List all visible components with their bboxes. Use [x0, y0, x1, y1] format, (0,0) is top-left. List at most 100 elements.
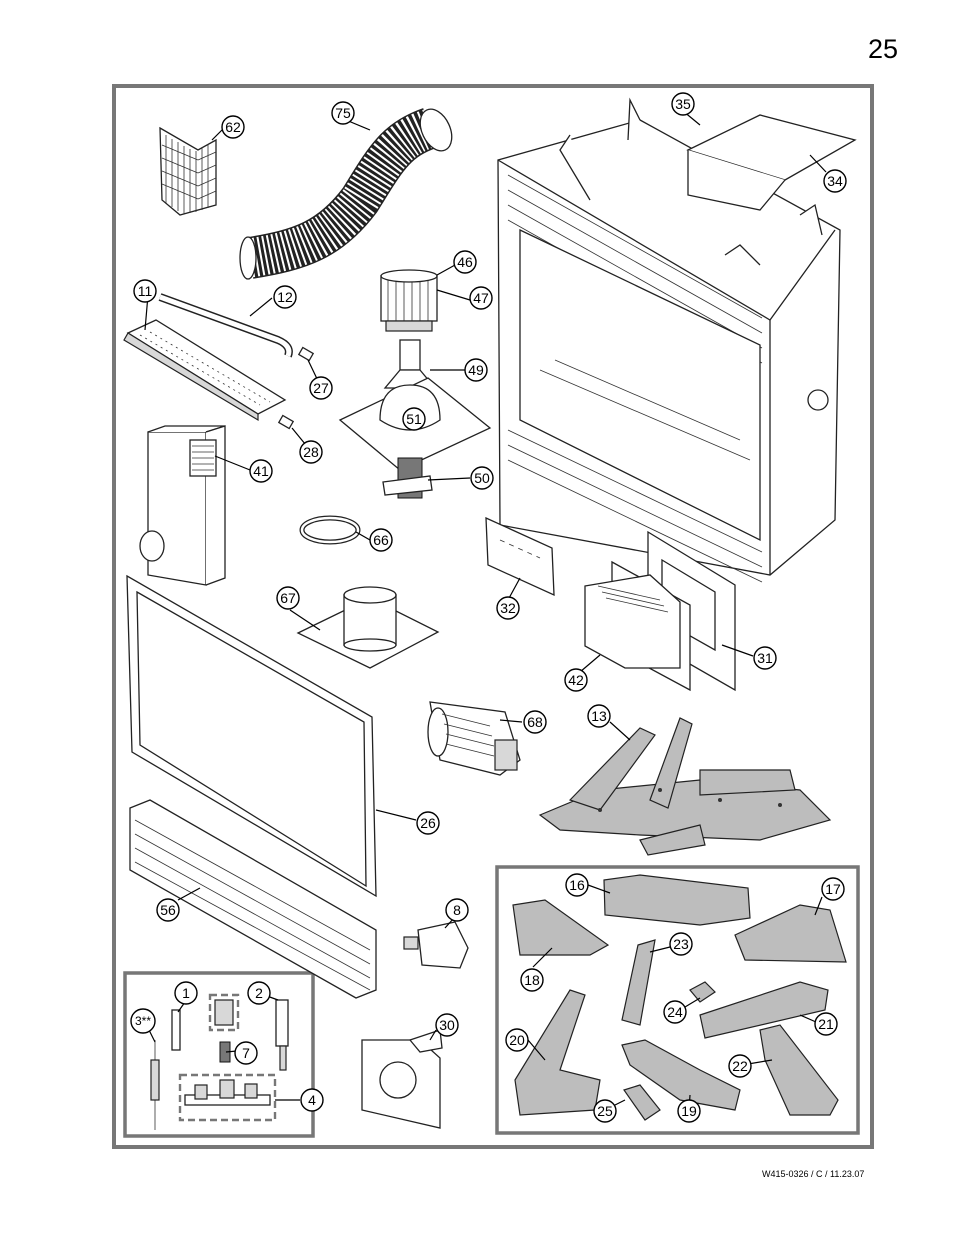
- glass-door-drawing: [126, 574, 377, 898]
- svg-text:66: 66: [373, 532, 389, 548]
- blower-housing-drawing: [139, 425, 226, 586]
- callout-28: 28: [299, 440, 323, 464]
- callout-8: 8: [445, 898, 469, 922]
- svg-text:18: 18: [524, 972, 540, 988]
- callout-11: 11: [133, 279, 157, 303]
- callout-32: 32: [496, 596, 520, 620]
- svg-text:67: 67: [280, 590, 296, 606]
- pilot-assembly-drawing: [150, 993, 289, 1130]
- svg-text:11: 11: [138, 283, 153, 299]
- mesh-screen-drawing: [159, 126, 217, 216]
- log-set-inset-box: [495, 865, 860, 1135]
- callout-30: 30: [435, 1013, 459, 1037]
- callout-27: 27: [309, 376, 333, 400]
- callout-26: 26: [416, 811, 440, 835]
- callout-13: 13: [587, 704, 611, 728]
- flex-hose-drawing: [239, 108, 453, 280]
- callout-16: 16: [565, 873, 589, 897]
- callout-19: 19: [677, 1099, 701, 1123]
- callout-42: 42: [564, 668, 588, 692]
- svg-text:47: 47: [473, 290, 489, 306]
- callout-67: 67: [276, 586, 300, 610]
- svg-text:23: 23: [673, 936, 689, 952]
- callout-35: 35: [671, 92, 695, 116]
- pipe-section-drawing: [382, 457, 433, 499]
- svg-text:32: 32: [500, 600, 516, 616]
- firebox-drawing: [497, 97, 857, 583]
- svg-text:22: 22: [732, 1058, 748, 1074]
- callout-1: 1: [174, 981, 198, 1005]
- svg-text:30: 30: [439, 1017, 455, 1033]
- svg-text:62: 62: [225, 119, 241, 135]
- callout-18: 18: [520, 968, 544, 992]
- callout-62: 62: [221, 115, 245, 139]
- svg-text:19: 19: [681, 1103, 697, 1119]
- svg-text:2: 2: [255, 985, 263, 1001]
- svg-text:75: 75: [335, 105, 351, 121]
- pilot-assembly-inset-box: [123, 971, 315, 1138]
- svg-text:3**: 3**: [135, 1014, 151, 1028]
- svg-text:50: 50: [474, 470, 490, 486]
- callout-23: 23: [669, 932, 693, 956]
- svg-text:13: 13: [591, 708, 607, 724]
- callout-31: 31: [753, 646, 777, 670]
- svg-text:16: 16: [569, 877, 585, 893]
- callout-20: 20: [505, 1028, 529, 1052]
- vent-cap-drawing: [380, 269, 438, 332]
- callout-25: 25: [593, 1099, 617, 1123]
- svg-text:12: 12: [277, 289, 293, 305]
- callout-50: 50: [470, 466, 494, 490]
- svg-text:34: 34: [827, 173, 843, 189]
- svg-text:17: 17: [825, 881, 841, 897]
- callout-46: 46: [453, 250, 477, 274]
- roof-flashing-drawing: [338, 339, 492, 471]
- log-pieces-drawing: [512, 874, 847, 1121]
- callout-56: 56: [156, 898, 180, 922]
- callout-17: 17: [821, 877, 845, 901]
- vent-termination-drawing: [584, 530, 736, 692]
- page-number: 25: [868, 34, 899, 64]
- callout-24: 24: [663, 1000, 687, 1024]
- svg-text:26: 26: [420, 815, 436, 831]
- svg-text:46: 46: [457, 254, 473, 270]
- callout-3: 3**: [130, 1008, 156, 1034]
- document-code: W415-0326 / C / 11.23.07: [762, 1169, 865, 1179]
- svg-text:4: 4: [308, 1092, 316, 1108]
- callout-12: 12: [273, 285, 297, 309]
- callout-labels: 62 75 11 12 27 28 46 47 49 51 50 41 66 6…: [130, 92, 847, 1123]
- svg-text:24: 24: [667, 1004, 683, 1020]
- louver-panel-drawing: [129, 799, 377, 999]
- callout-66: 66: [369, 528, 393, 552]
- svg-text:49: 49: [468, 362, 484, 378]
- svg-text:27: 27: [313, 380, 329, 396]
- callout-7: 7: [234, 1041, 258, 1065]
- svg-text:41: 41: [253, 463, 269, 479]
- mounting-bracket-drawing: [361, 1029, 443, 1129]
- svg-text:8: 8: [453, 902, 461, 918]
- svg-text:28: 28: [303, 444, 319, 460]
- svg-text:31: 31: [757, 650, 773, 666]
- callout-34: 34: [823, 169, 847, 193]
- svg-text:56: 56: [160, 902, 176, 918]
- burner-tray-drawing: [123, 319, 287, 422]
- callout-68: 68: [523, 710, 547, 734]
- log-set-drawing: [538, 717, 832, 856]
- callout-22: 22: [728, 1054, 752, 1078]
- callout-2: 2: [247, 981, 271, 1005]
- callout-21: 21: [814, 1012, 838, 1036]
- svg-text:21: 21: [818, 1016, 834, 1032]
- chimney-plate-drawing: [296, 586, 440, 669]
- svg-text:1: 1: [182, 985, 190, 1001]
- svg-text:25: 25: [597, 1103, 613, 1119]
- svg-text:7: 7: [242, 1045, 250, 1061]
- callout-49: 49: [464, 358, 488, 382]
- callout-4: 4: [300, 1088, 324, 1112]
- svg-text:51: 51: [406, 411, 422, 427]
- gas-valve-drawing: [403, 921, 469, 969]
- access-plate-drawing: [485, 516, 555, 597]
- svg-text:68: 68: [527, 714, 543, 730]
- callout-75: 75: [331, 101, 355, 125]
- callout-51: 51: [402, 407, 426, 431]
- blower-fan-drawing: [427, 701, 521, 776]
